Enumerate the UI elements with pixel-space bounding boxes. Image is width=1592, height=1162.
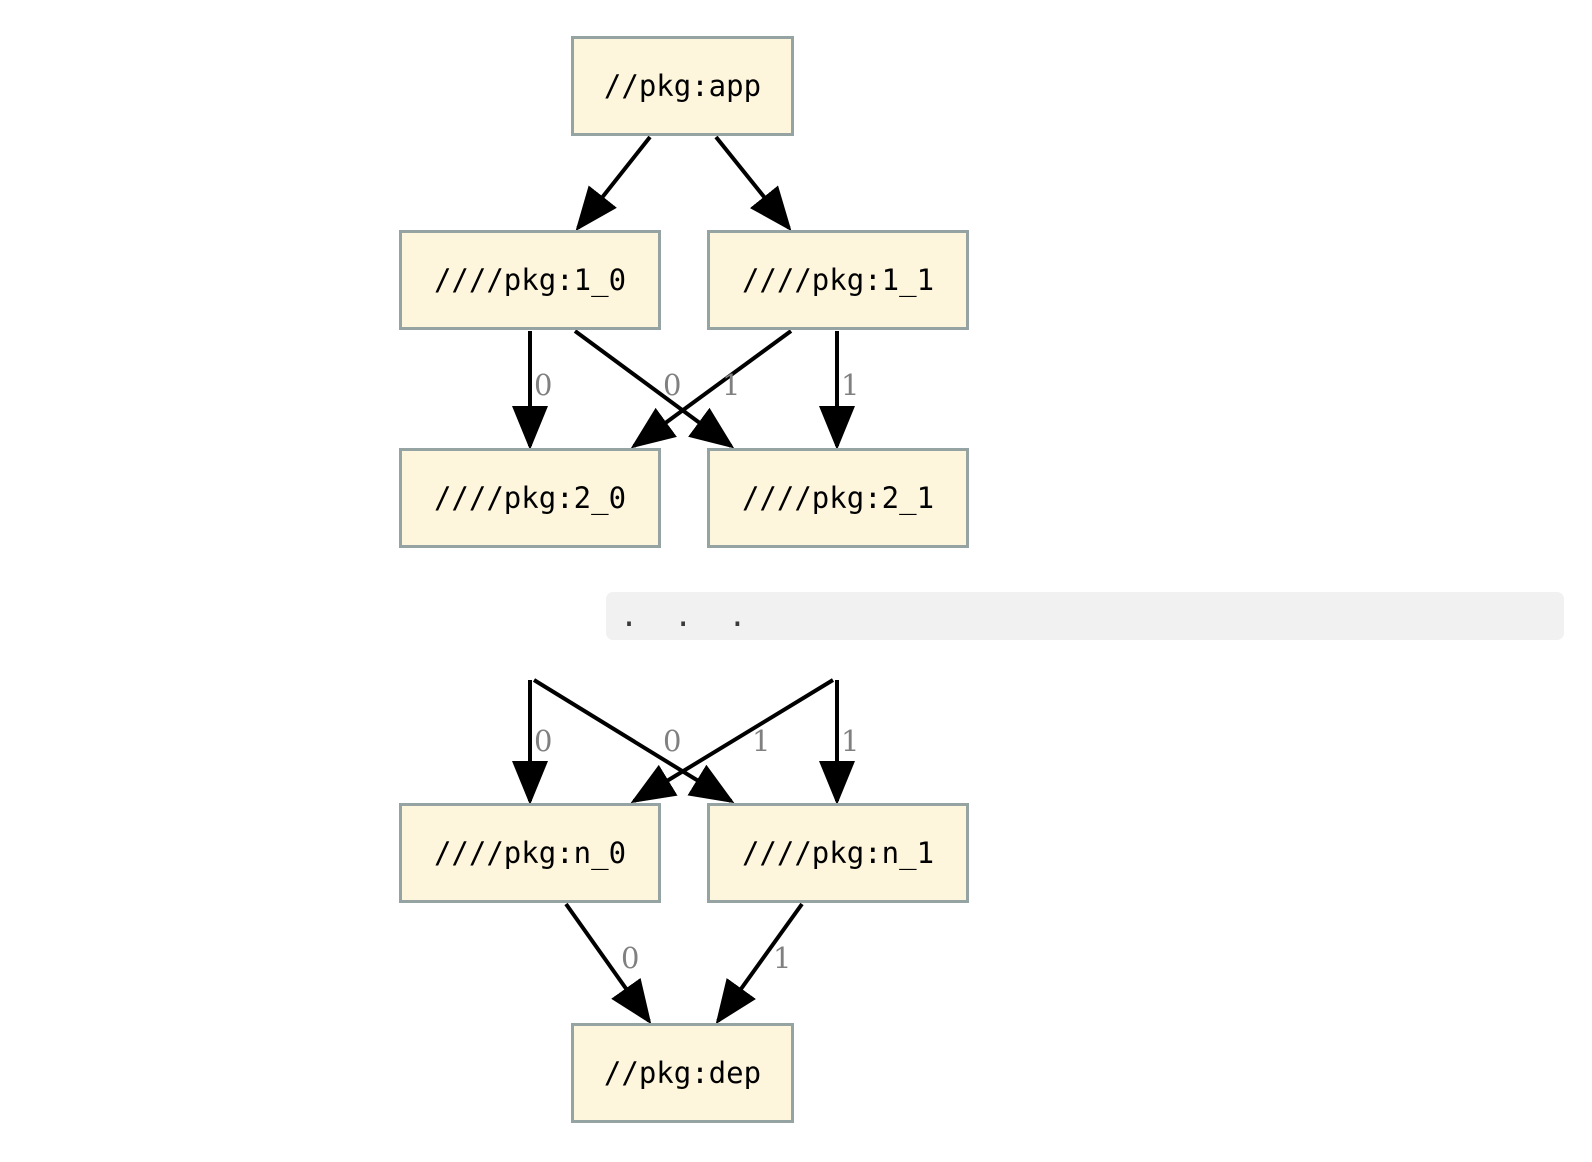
edge-1_0-2_1 xyxy=(573,329,735,449)
edge-label-n_1-dep: 1 xyxy=(773,941,792,975)
edge-n_0-dep xyxy=(564,902,652,1025)
edge-label-y-n_1: 1 xyxy=(841,724,860,758)
node-n2_0[interactable]: ////pkg:2_0 xyxy=(399,448,661,548)
edge-x-n_1 xyxy=(532,678,735,804)
ellipsis-dots: . . . xyxy=(620,599,747,634)
node-label: ////pkg:2_0 xyxy=(433,480,627,515)
node-dep[interactable]: //pkg:dep xyxy=(571,1023,794,1123)
edge-label-1_0-2_1: 0 xyxy=(663,368,682,402)
edge-label-1_1-2_0: 1 xyxy=(722,368,741,402)
node-label: ////pkg:1_1 xyxy=(741,262,935,297)
edge-lines xyxy=(512,135,855,1025)
node-nn_0[interactable]: ////pkg:n_0 xyxy=(399,803,661,903)
edge-y-n_0 xyxy=(630,678,835,804)
edge-n_1-dep xyxy=(715,902,804,1025)
node-label: //pkg:dep xyxy=(603,1055,762,1090)
edge-label-x-n_1: 0 xyxy=(663,724,682,758)
node-label: //pkg:app xyxy=(603,68,762,103)
node-n2_1[interactable]: ////pkg:2_1 xyxy=(707,448,969,548)
edge-app-1_0 xyxy=(575,135,652,232)
node-n1_0[interactable]: ////pkg:1_0 xyxy=(399,230,661,330)
edge-app-1_1 xyxy=(714,135,792,232)
node-label: ////pkg:1_0 xyxy=(433,262,627,297)
edge-label-n_0-dep: 0 xyxy=(621,941,640,975)
edge-label-x-n_0: 0 xyxy=(534,724,553,758)
edge-label-1_0-2_0: 0 xyxy=(534,368,553,402)
node-nn_1[interactable]: ////pkg:n_1 xyxy=(707,803,969,903)
node-label: ////pkg:n_1 xyxy=(741,835,935,870)
node-app[interactable]: //pkg:app xyxy=(571,36,794,136)
node-n1_1[interactable]: ////pkg:1_1 xyxy=(707,230,969,330)
node-label: ////pkg:2_1 xyxy=(741,480,935,515)
edge-1_1-2_0 xyxy=(630,329,793,449)
edge-label-y-n_0: 1 xyxy=(752,724,771,758)
ellipsis-separator-band: . . . xyxy=(606,592,1564,640)
edge-label-1_1-2_1: 1 xyxy=(841,368,860,402)
node-label: ////pkg:n_0 xyxy=(433,835,627,870)
